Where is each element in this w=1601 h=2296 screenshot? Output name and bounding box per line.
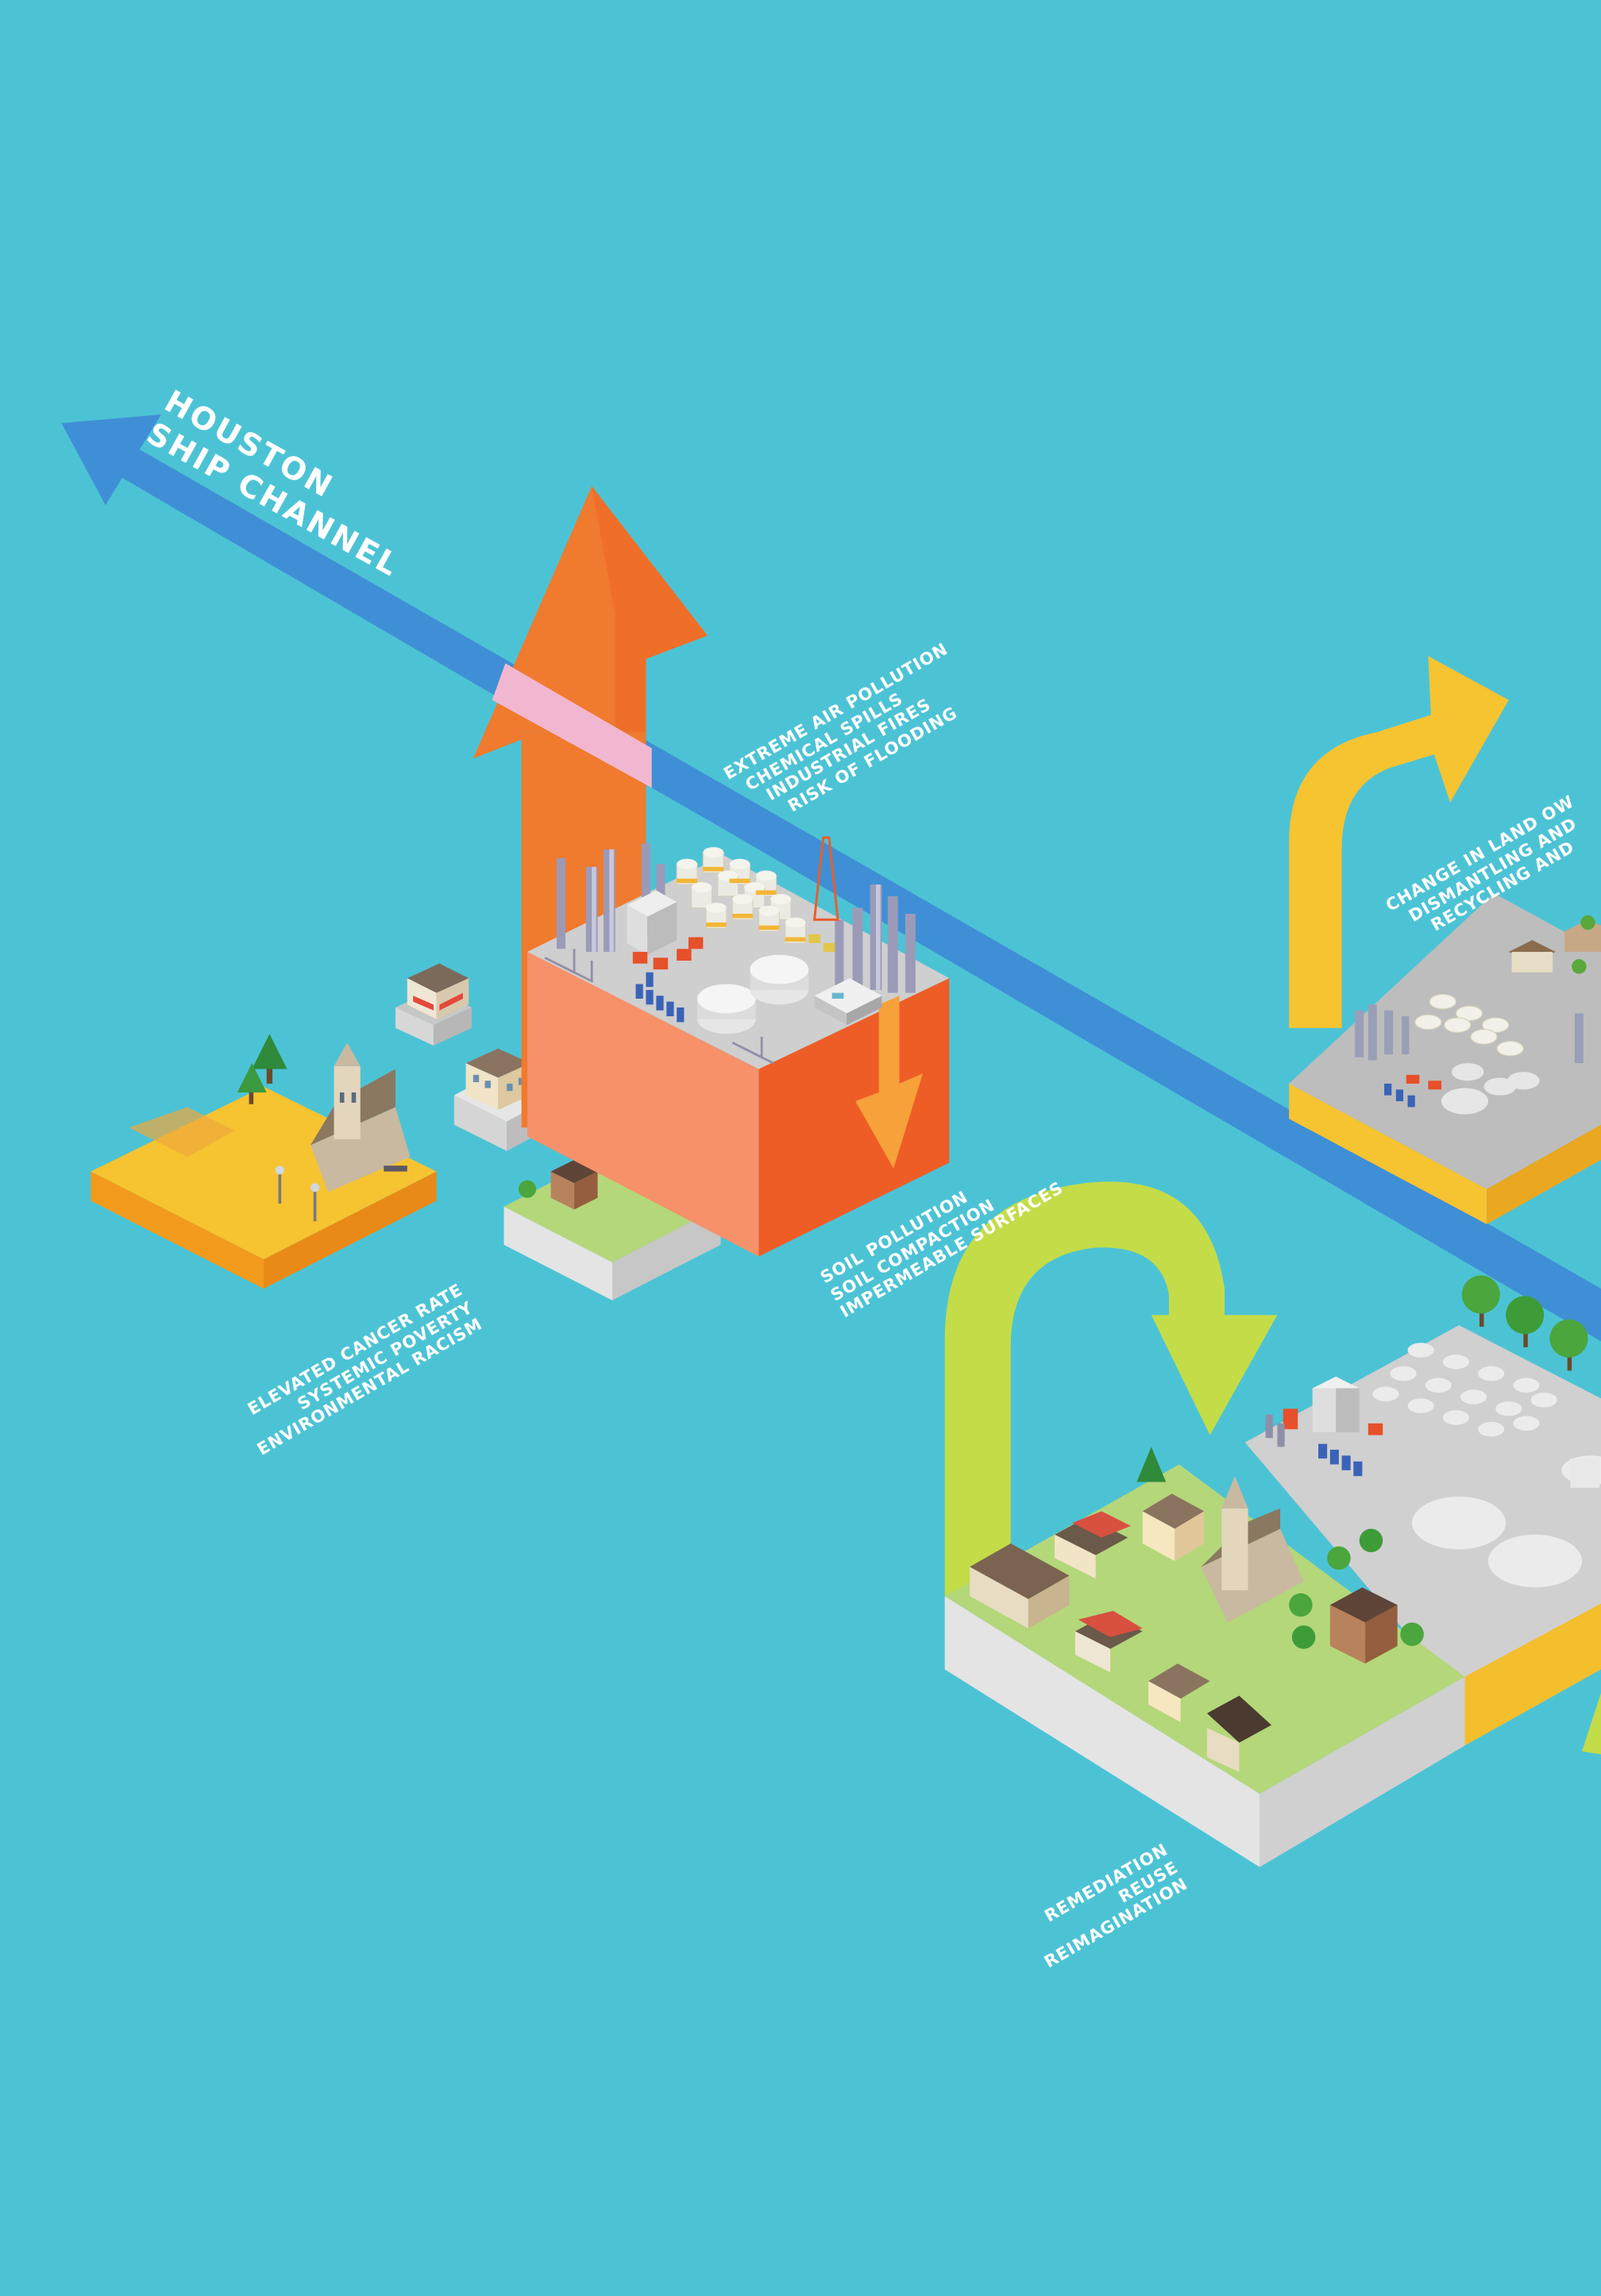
- reimagined-block: [945, 1276, 1601, 1867]
- corner-shop: [395, 964, 472, 1046]
- vacant-lot-block: [91, 1034, 436, 1289]
